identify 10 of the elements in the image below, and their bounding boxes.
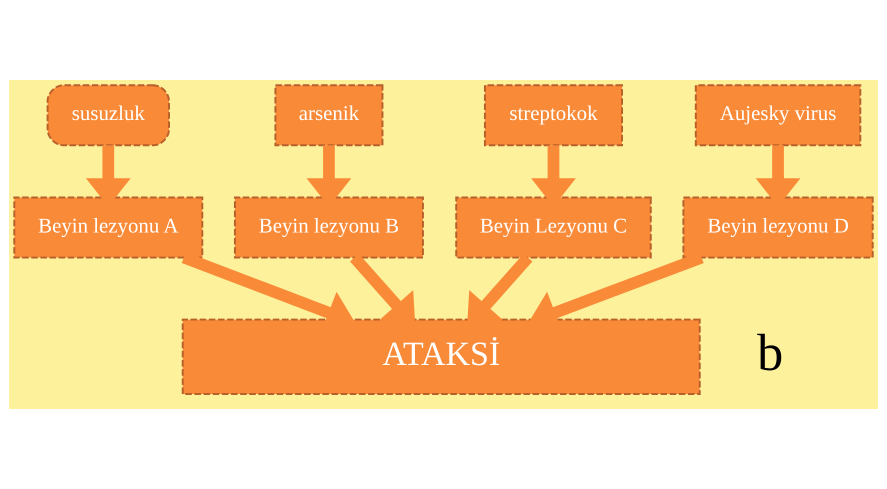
node-box: Beyin lezyonu B xyxy=(234,196,424,259)
node-box: streptokok xyxy=(484,84,624,146)
node-box: Aujesky virus xyxy=(694,84,862,146)
node-box: Beyin Lezyonu C xyxy=(455,196,652,259)
node-box: Beyin lezyonu A xyxy=(13,196,204,259)
node-box: susuzluk xyxy=(46,84,170,146)
label: b xyxy=(757,324,784,382)
node-box: ATAKSİ xyxy=(182,318,701,395)
node-box: arsenik xyxy=(274,84,384,146)
node-box: Beyin lezyonu D xyxy=(682,196,874,259)
